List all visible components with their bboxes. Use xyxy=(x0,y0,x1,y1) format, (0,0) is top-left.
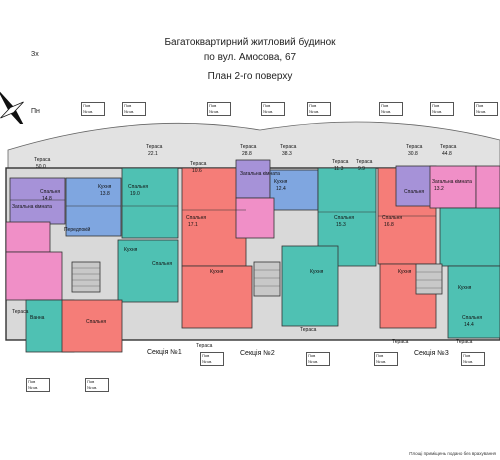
room-area: 14.8 xyxy=(42,196,52,202)
room-bedroom: Спальня xyxy=(40,189,61,195)
apt-s1-salmon xyxy=(61,299,123,353)
room-area: 9.9 xyxy=(358,166,365,172)
apt-s1-pink-upper xyxy=(5,221,51,253)
room-terrace: Тераса xyxy=(332,159,349,165)
room-bedroom: Спальня xyxy=(334,215,355,221)
section-3-label: Секція №3 xyxy=(414,350,449,357)
title-line-1: Багатоквартирний житловий будинок xyxy=(164,37,336,48)
apt-s1-teal-top xyxy=(121,167,179,239)
room-bedroom: Спальня xyxy=(128,184,149,190)
apt-s1-blue xyxy=(65,177,122,237)
room-terrace: Тераса xyxy=(440,144,457,150)
room-area: 13.2 xyxy=(434,186,444,192)
compass-west-label: Зх xyxy=(31,51,39,58)
title-line-2: по вул. Амосова, 67 xyxy=(203,52,297,63)
stair-s2 xyxy=(253,261,281,297)
title-line-3: План 2-го поверху xyxy=(207,71,293,82)
room-hall: Передпокій xyxy=(64,227,91,233)
room-area: 44.8 xyxy=(442,151,452,157)
room-kitchen: Кухня xyxy=(274,179,288,185)
apt-s1-purple xyxy=(9,177,66,225)
room-area: 17.1 xyxy=(188,222,198,228)
room-terrace: Тераса xyxy=(34,157,51,163)
room-bedroom: Спальня xyxy=(404,189,425,195)
room-terrace: Тераса xyxy=(406,144,423,150)
room-common: Загальна кімната xyxy=(432,179,472,185)
room-kitchen: Кухня xyxy=(310,269,324,275)
room-area: 13.8 xyxy=(100,191,110,197)
apt-s2-pink xyxy=(235,197,275,239)
room-area: 30.8 xyxy=(408,151,418,157)
room-terrace: Тераса xyxy=(356,159,373,165)
room-area: 10.6 xyxy=(192,168,202,174)
apt-s1-pink-lower xyxy=(5,251,63,301)
room-terrace: Тераса xyxy=(190,161,207,167)
section-1-label: Секція №1 xyxy=(147,349,182,356)
apt-s2-teal-bottom xyxy=(281,245,339,327)
apt-s2-purple xyxy=(235,159,271,199)
room-area: 50.0 xyxy=(36,164,46,170)
apt-s2-salmon-left xyxy=(181,167,247,267)
room-bedroom: Спальня xyxy=(462,315,483,321)
compass-north-label: Пн xyxy=(31,108,40,115)
room-terrace: Тераса xyxy=(240,144,257,150)
stair-s3 xyxy=(415,263,443,295)
room-area: 16.8 xyxy=(384,222,394,228)
room-kitchen: Кухня xyxy=(458,285,472,291)
room-terrace: Тераса xyxy=(300,327,317,333)
room-area: 38.3 xyxy=(282,151,292,157)
room-area: 19.0 xyxy=(130,191,140,197)
room-terrace: Тераса xyxy=(456,339,473,345)
room-area: 15.3 xyxy=(336,222,346,228)
room-terrace: Тераса xyxy=(196,343,213,349)
room-area: 14.4 xyxy=(464,322,474,328)
room-area: 28.8 xyxy=(242,151,252,157)
room-bath: Ванна xyxy=(30,315,45,321)
apt-s2-salmon-bottom xyxy=(181,265,253,329)
room-bedroom: Спальня xyxy=(152,261,173,267)
apt-s3-teal-right xyxy=(439,207,500,267)
room-common: Загальна кімната xyxy=(240,171,280,177)
room-area: 12.4 xyxy=(276,186,286,192)
room-bedroom: Спальня xyxy=(186,215,207,221)
room-kitchen: Кухня xyxy=(210,269,224,275)
room-terrace: Тераса xyxy=(146,144,163,150)
apt-s2-blue xyxy=(269,169,319,211)
room-common: Загальна кімната xyxy=(12,204,52,210)
compass-rose-icon xyxy=(0,90,27,124)
room-terrace: Тераса xyxy=(280,144,297,150)
footer-note: Площі приміщень подано без врахування xyxy=(409,451,496,456)
room-terrace: Тераса xyxy=(12,309,29,315)
section-2-label: Секція №2 xyxy=(240,350,275,357)
room-bedroom: Спальня xyxy=(86,319,107,325)
apt-s3-teal-bottom xyxy=(447,265,500,339)
room-area: 11.3 xyxy=(334,166,344,172)
room-kitchen: Кухня xyxy=(398,269,412,275)
room-kitchen: Кухня xyxy=(98,184,112,190)
apt-s1-teal-lower xyxy=(117,239,179,303)
room-kitchen: Кухня xyxy=(124,247,138,253)
room-bedroom: Спальня xyxy=(382,215,403,221)
room-terrace: Тераса xyxy=(392,339,409,345)
room-area: 22.1 xyxy=(148,151,158,157)
stair-s1 xyxy=(71,261,101,293)
